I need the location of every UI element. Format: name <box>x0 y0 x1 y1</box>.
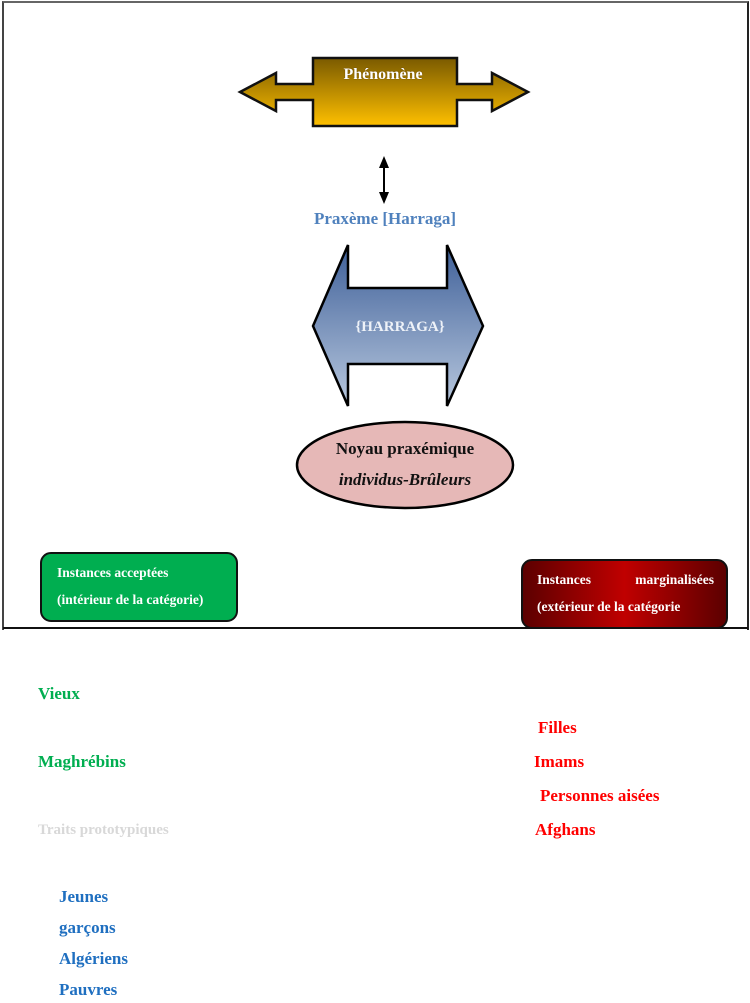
prototypical-item: Pauvres <box>59 980 118 999</box>
diagram-frame <box>2 1 749 630</box>
harraga-arrow-shape <box>311 244 485 407</box>
marginal-box-word2: marginalisées <box>635 572 714 587</box>
marginal-item: Filles <box>538 718 577 737</box>
marginal-box-line1: Instances marginalisées <box>537 572 714 588</box>
prototypical-item: Jeunes <box>59 887 109 906</box>
accepted-box-line1: Instances acceptées <box>57 565 169 580</box>
prototypical-traits-label: Traits prototypiques <box>38 822 169 838</box>
marginal-item: Personnes aisées <box>540 786 660 805</box>
noyau-subtitle: individus-Brûleurs <box>338 470 472 489</box>
accepted-item: Vieux <box>38 684 80 703</box>
phenomene-arrow-shape <box>237 56 531 204</box>
prototypical-item: garçons <box>59 918 116 937</box>
double-arrow-icon <box>379 156 389 204</box>
praxeme-label: Praxème [Harraga] <box>313 209 457 228</box>
prototypical-item: Algériens <box>59 949 128 968</box>
noyau-ellipse-shape <box>295 420 515 510</box>
divider-line <box>3 627 748 629</box>
harraga-label: {HARRAGA} <box>355 319 445 335</box>
accepted-item: Maghrébins <box>38 752 126 771</box>
marginal-box-line2: (extérieur de la catégorie <box>537 599 681 614</box>
accepted-box-line2: (intérieur de la catégorie) <box>57 592 204 607</box>
accepted-instances-box: Instances acceptées (intérieur de la cat… <box>40 552 238 622</box>
marginal-item: Afghans <box>535 820 596 839</box>
marginal-item: Imams <box>534 752 585 771</box>
marginal-box-word1: Instances <box>537 572 592 587</box>
noyau-title: Noyau praxémique <box>335 439 475 458</box>
marginal-instances-box: Instances marginalisées (extérieur de la… <box>521 559 728 629</box>
phenomene-label: Phénomène <box>343 66 423 83</box>
